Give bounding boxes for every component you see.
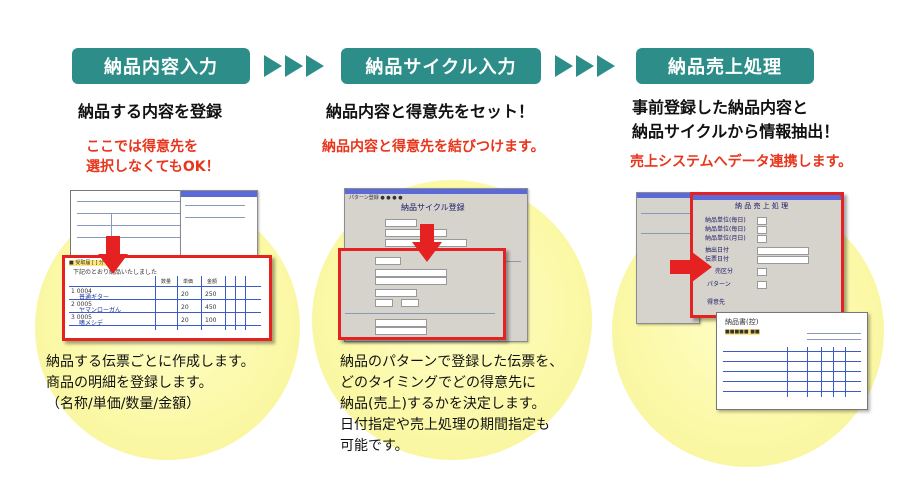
invoice-col-price: 単価 xyxy=(183,279,194,285)
step3-subtitle-line: 納品サイクルから情報抽出！ xyxy=(632,122,840,141)
triangle-arrow-icon xyxy=(264,55,282,77)
triangle-arrow-icon xyxy=(285,55,303,77)
step3-note: 売上システムへデータ連携します。 xyxy=(630,154,853,170)
sales-row-label: 伝票日付 xyxy=(705,256,730,263)
step3-invoice-document: 納品書(控) ■■■■■ ■■ xyxy=(716,312,868,410)
step1-note-line: 選択しなくてもOK！ xyxy=(86,159,220,175)
step2-desc-line: 納品(売上)するかを決定します。 xyxy=(340,396,546,412)
step2-description: 納品のパターンで登録した伝票を、 どのタイミングでどの得意先に 納品(売上)する… xyxy=(340,352,563,457)
triangle-arrow-icon xyxy=(597,55,615,77)
sales-row-label: 納品単位(月日) xyxy=(705,235,746,242)
step3-sales-panel: 納 品 売 上 処 理 納品単位(毎日) 納品単位(毎日) 納品単位(月日) 抽… xyxy=(690,192,844,318)
invoice-col-qty: 数量 xyxy=(161,279,172,285)
invoice-row-name: 嗜メシデ xyxy=(79,320,104,327)
cycle-window-title: 納品サイクル登録 xyxy=(401,203,465,212)
step1-desc-line: （名称/単価/数量/金額） xyxy=(46,396,201,412)
step2-desc-line: 納品のパターンで登録した伝票を、 xyxy=(340,354,564,370)
invoice-row-qty: 20 xyxy=(181,317,189,324)
invoice-row-code: 2 0005 xyxy=(71,301,92,308)
down-arrow-icon xyxy=(412,224,442,262)
right-arrow-icon xyxy=(670,252,712,282)
invoice-row-qty: 20 xyxy=(181,304,189,311)
triangle-arrow-icon xyxy=(555,55,573,77)
step1-desc-line: 商品の明細を登録します。 xyxy=(46,375,213,391)
step2-note: 納品内容と得意先を結びつけます。 xyxy=(322,139,545,155)
triangle-arrow-icon xyxy=(306,55,324,77)
step-arrows-1 xyxy=(264,55,324,77)
down-arrow-icon xyxy=(98,236,128,274)
step2-desc-line: 日付指定や売上処理の期間指定も xyxy=(340,417,550,433)
sales-kubun-label: 売区分 xyxy=(715,268,734,275)
step1-note-line: ここでは得意先を xyxy=(86,139,198,155)
step1-invoice-panel: ■ 受取届 [ ] 分 ] 下記のとおり納品いたしました 数量 単価 金額 1 … xyxy=(62,255,272,341)
step2-desc-line: 可能です。 xyxy=(340,438,409,454)
invoice-doc-title: 納品書(控) xyxy=(725,318,759,326)
invoice-row-price: 250 xyxy=(205,291,217,298)
step-arrows-2 xyxy=(555,55,615,77)
step2-subtitle: 納品内容と得意先をセット！ xyxy=(326,102,535,121)
invoice-row-code: 3 0005 xyxy=(71,314,92,321)
invoice-row-code: 1 0004 xyxy=(71,288,92,295)
step1-note: ここでは得意先を 選択しなくてもOK！ xyxy=(86,137,220,177)
invoice-col-amount: 金額 xyxy=(207,279,218,285)
step2-desc-line: どのタイミングでどの得意先に xyxy=(340,375,536,391)
invoice-row-price: 450 xyxy=(205,304,217,311)
step3-subtitle: 事前登録した納品内容と 納品サイクルから情報抽出！ xyxy=(632,96,839,144)
invoice-row-price: 100 xyxy=(205,317,217,324)
step1-header: 納品内容入力 xyxy=(72,48,250,84)
step3-subtitle-line: 事前登録した納品内容と xyxy=(632,98,809,117)
invoice-caption: 下記のとおり納品いたしました xyxy=(73,269,158,276)
invoice-row-qty: 20 xyxy=(181,291,189,298)
sales-row-label: 納品単位(毎日) xyxy=(705,217,746,224)
step2-cycle-panel xyxy=(338,248,506,340)
sales-window-title: 納 品 売 上 処 理 xyxy=(735,202,789,210)
step3-app-window xyxy=(636,192,700,324)
sales-pattern-label: パターン xyxy=(707,281,731,288)
step1-desc-line: 納品する伝票ごとに作成します。 xyxy=(46,354,255,370)
step2-header: 納品サイクル入力 xyxy=(341,48,541,84)
invoice-row-name: ヤマンローガん xyxy=(79,307,122,314)
sales-row-label: 抽出日付 xyxy=(705,247,730,254)
step1-subtitle: 納品する内容を登録 xyxy=(78,102,223,121)
step3-header: 納品売上処理 xyxy=(636,48,814,84)
triangle-arrow-icon xyxy=(576,55,594,77)
step1-description: 納品する伝票ごとに作成します。 商品の明細を登録します。 （名称/単価/数量/金… xyxy=(46,352,255,415)
sales-row-label: 納品単位(毎日) xyxy=(705,226,746,233)
invoice-row-name: 普通ギター xyxy=(79,294,110,301)
sales-tokuisaki-label: 得意先 xyxy=(707,299,726,306)
